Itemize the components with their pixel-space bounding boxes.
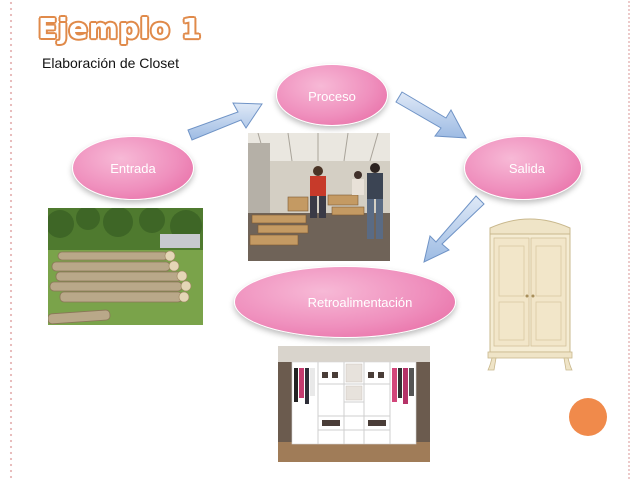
right-dotted-border — [628, 0, 630, 479]
slide-subtitle: Elaboración de Closet — [42, 55, 179, 71]
workshop-photo — [248, 133, 390, 261]
node-entrada-label: Entrada — [110, 160, 156, 176]
wardrobe-image — [484, 212, 576, 372]
orange-circle-icon — [569, 398, 607, 436]
node-proceso-label: Proceso — [308, 89, 356, 104]
node-salida-label: Salida — [508, 160, 545, 176]
node-proceso: Proceso — [276, 64, 388, 126]
node-salida: Salida — [464, 136, 582, 200]
node-retroalimentacion: Retroalimentación — [234, 266, 456, 338]
logs-photo — [48, 208, 203, 325]
slide-title: Ejemplo 1 — [38, 12, 202, 45]
node-retroalimentacion-label: Retroalimentación — [307, 295, 413, 310]
closet-photo — [278, 346, 430, 462]
arrow-salida-retro — [423, 195, 485, 263]
left-dotted-border — [8, 0, 16, 479]
node-entrada: Entrada — [72, 136, 194, 200]
arrow-proceso-salida — [395, 91, 467, 139]
